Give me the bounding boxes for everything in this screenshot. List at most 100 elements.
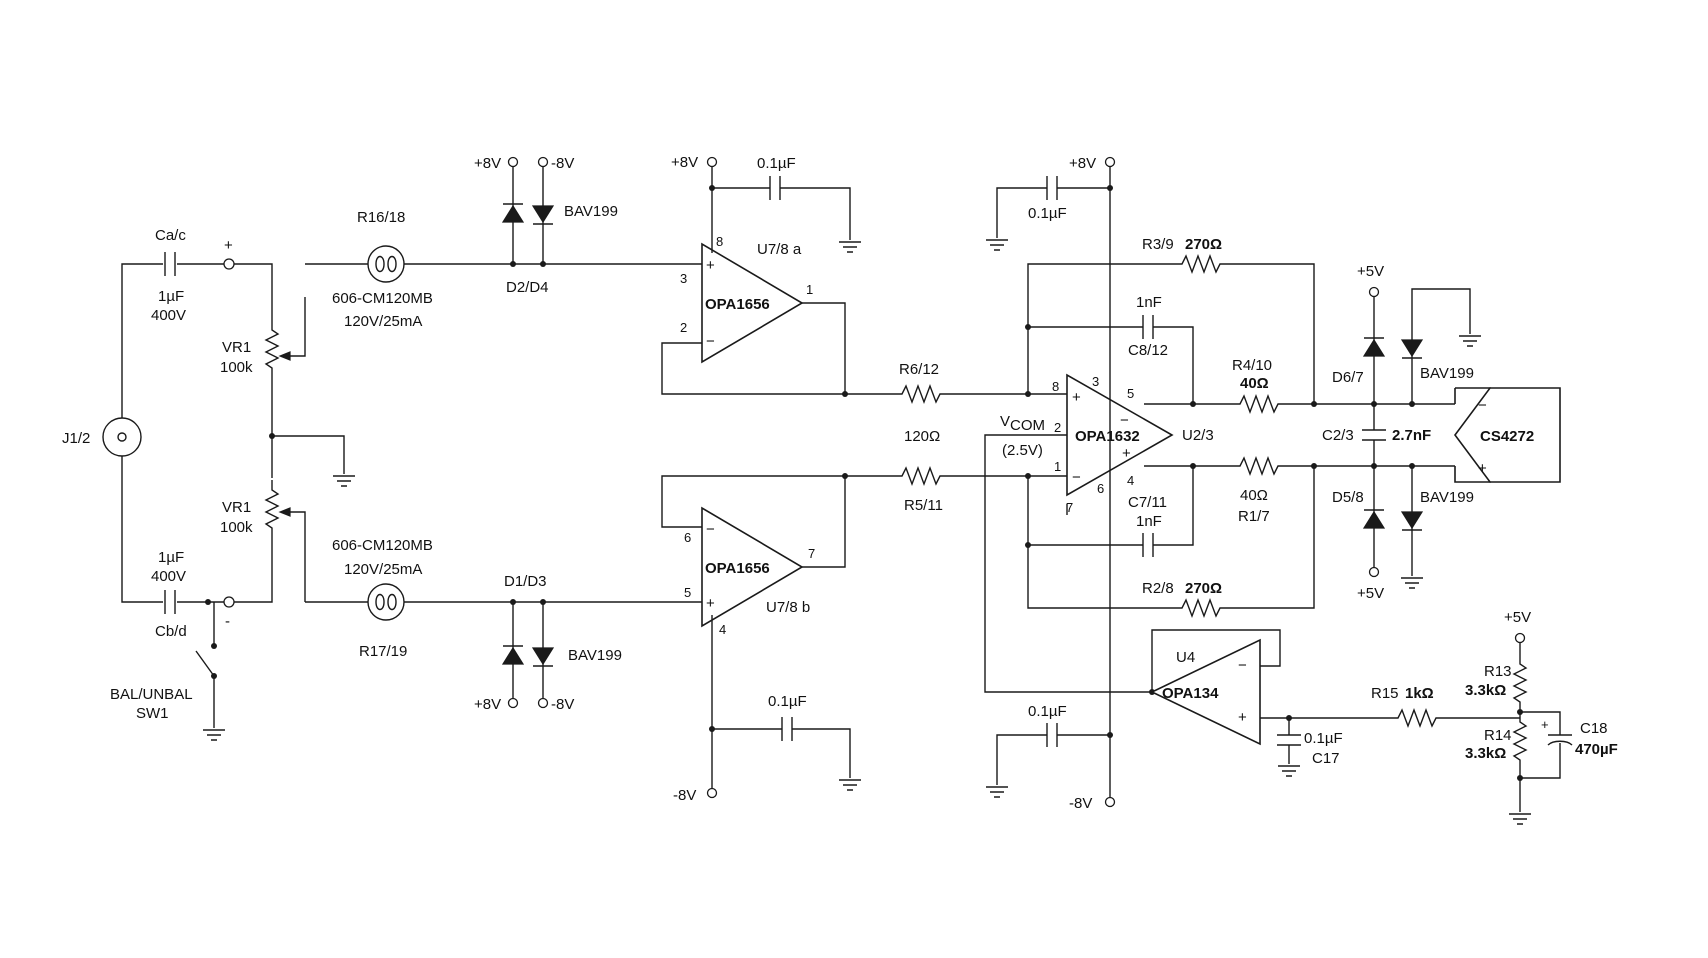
svg-text:U2/3: U2/3 (1182, 427, 1214, 444)
svg-text:470µF: 470µF (1575, 741, 1618, 758)
svg-text:BAV199: BAV199 (568, 647, 622, 664)
svg-text:VR1: VR1 (222, 339, 251, 356)
capacitor-cb: 1µF 400V Cb/d (151, 549, 211, 640)
switch-bal-unbal-sw1: BAL/UNBAL SW1 (110, 602, 226, 741)
svg-text:-8V: -8V (551, 696, 574, 713)
svg-text:R17/19: R17/19 (359, 643, 407, 660)
svg-text:+5V: +5V (1357, 263, 1384, 280)
svg-text:270Ω: 270Ω (1185, 580, 1222, 597)
svg-text:7: 7 (808, 546, 815, 561)
opamp-u4-opa134: OPA134 U4 − + (1150, 638, 1261, 746)
svg-text:R13: R13 (1484, 663, 1512, 680)
svg-text:R15: R15 (1371, 685, 1399, 702)
svg-text:CS4272: CS4272 (1480, 428, 1534, 445)
svg-text:+5V: +5V (1357, 585, 1384, 602)
svg-text:-8V: -8V (673, 787, 696, 804)
diodes-d5-d8: +5V D5/8 BAV199 (1332, 463, 1474, 602)
svg-text:R3/9: R3/9 (1142, 236, 1174, 253)
svg-text:C8/12: C8/12 (1128, 342, 1168, 359)
svg-text:OPA134: OPA134 (1162, 685, 1219, 702)
svg-text:606-CM120MB: 606-CM120MB (332, 537, 433, 554)
svg-text:+: + (1238, 709, 1247, 726)
label-c2-3-value: 2.7nF (1392, 427, 1431, 444)
svg-text:0.1µF: 0.1µF (1028, 703, 1067, 720)
diodes-d6-d7: +5V D6/7 BAV199 (1332, 263, 1482, 407)
svg-text:5: 5 (1127, 386, 1134, 401)
svg-text:OPA1632: OPA1632 (1075, 428, 1140, 445)
svg-text:400V: 400V (151, 568, 186, 585)
svg-text:OPA1656: OPA1656 (705, 560, 770, 577)
svg-text:0.1µF: 0.1µF (757, 155, 796, 172)
svg-text:3.3kΩ: 3.3kΩ (1465, 745, 1506, 762)
svg-text:BAL/UNBAL: BAL/UNBAL (110, 686, 193, 703)
svg-text:1: 1 (1054, 459, 1061, 474)
ptc-r17-19: 606-CM120MB 120V/25mA R17/19 (332, 537, 433, 660)
svg-text:Cb/d: Cb/d (155, 623, 187, 640)
svg-text:R1/7: R1/7 (1238, 508, 1270, 525)
label-r6-12: R6/12 (899, 361, 939, 378)
svg-text:1: 1 (806, 282, 813, 297)
svg-text:Ca/c: Ca/c (155, 227, 186, 244)
svg-text:C18: C18 (1580, 720, 1608, 737)
input-connector-j12: J1/2 (62, 417, 142, 457)
label-r5-11: R5/11 (904, 497, 943, 514)
svg-text:−: − (706, 521, 715, 538)
svg-text:D2/D4: D2/D4 (506, 279, 549, 296)
svg-text:+: + (224, 237, 233, 254)
svg-text:−: − (706, 333, 715, 350)
svg-text:0.1µF: 0.1µF (1028, 205, 1067, 222)
svg-text:120V/25mA: 120V/25mA (344, 561, 422, 578)
svg-text:606-CM120MB: 606-CM120MB (332, 290, 433, 307)
svg-text:40Ω: 40Ω (1240, 375, 1269, 392)
svg-text:+8V: +8V (1069, 155, 1096, 172)
svg-text:+8V: +8V (671, 154, 698, 171)
ptc-r16-18: R16/18 606-CM120MB 120V/25mA (332, 209, 433, 330)
adc-cs4272: CS4272 − + (1454, 387, 1561, 483)
svg-text:R4/10: R4/10 (1232, 357, 1272, 374)
svg-text:3: 3 (680, 271, 687, 286)
svg-text:8: 8 (1052, 379, 1059, 394)
opamp-u7a-opa1656: OPA1656 3 2 8 1 U7/8 a + − (680, 234, 813, 364)
svg-text:100k: 100k (220, 519, 253, 536)
svg-text:1kΩ: 1kΩ (1405, 685, 1434, 702)
svg-text:4: 4 (719, 622, 726, 637)
svg-text:R16/18: R16/18 (357, 209, 405, 226)
svg-text:D1/D3: D1/D3 (504, 573, 547, 590)
diodes-d2-d4: +8V -8V BAV199 D2/D4 (474, 155, 618, 296)
label-120-ohm: 120Ω (904, 428, 940, 445)
svg-text:BAV199: BAV199 (564, 203, 618, 220)
diodes-d1-d3: D1/D3 BAV199 +8V -8V (474, 573, 622, 713)
svg-text:D6/7: D6/7 (1332, 369, 1364, 386)
svg-text:R14: R14 (1484, 727, 1512, 744)
svg-text:1nF: 1nF (1136, 294, 1162, 311)
opamp-u7b-opa1656: OPA1656 6 5 7 4 U7/8 b − + (684, 506, 815, 637)
svg-text:BAV199: BAV199 (1420, 365, 1474, 382)
svg-text:3.3kΩ: 3.3kΩ (1465, 682, 1506, 699)
svg-text:−: − (1478, 397, 1487, 414)
svg-text:-: - (225, 613, 230, 630)
svg-text:-8V: -8V (551, 155, 574, 172)
svg-text:100k: 100k (220, 359, 253, 376)
svg-text:2: 2 (1054, 420, 1061, 435)
svg-text:+: + (706, 595, 715, 612)
svg-text:SW1: SW1 (136, 705, 169, 722)
svg-text:+: + (1072, 389, 1081, 406)
svg-text:−: − (1238, 657, 1247, 674)
svg-text:J1/2: J1/2 (62, 430, 90, 447)
svg-text:120V/25mA: 120V/25mA (344, 313, 422, 330)
svg-text:0.1µF: 0.1µF (1304, 730, 1343, 747)
capacitor-ca: Ca/c 1µF 400V (151, 227, 186, 324)
svg-text:6: 6 (1097, 481, 1104, 496)
svg-text:+8V: +8V (474, 696, 501, 713)
svg-text:C7/11: C7/11 (1128, 494, 1167, 511)
label-vcom: VCOM (1000, 413, 1045, 434)
svg-text:4: 4 (1127, 473, 1134, 488)
svg-text:1µF: 1µF (158, 549, 184, 566)
potentiometer-vr1-top: VR1 100k (220, 297, 306, 376)
svg-text:+: + (1541, 717, 1549, 732)
input-terminals: + - (223, 237, 235, 630)
svg-text:U7/8 a: U7/8 a (757, 241, 802, 258)
svg-text:−: − (1072, 469, 1081, 486)
svg-text:R2/8: R2/8 (1142, 580, 1174, 597)
